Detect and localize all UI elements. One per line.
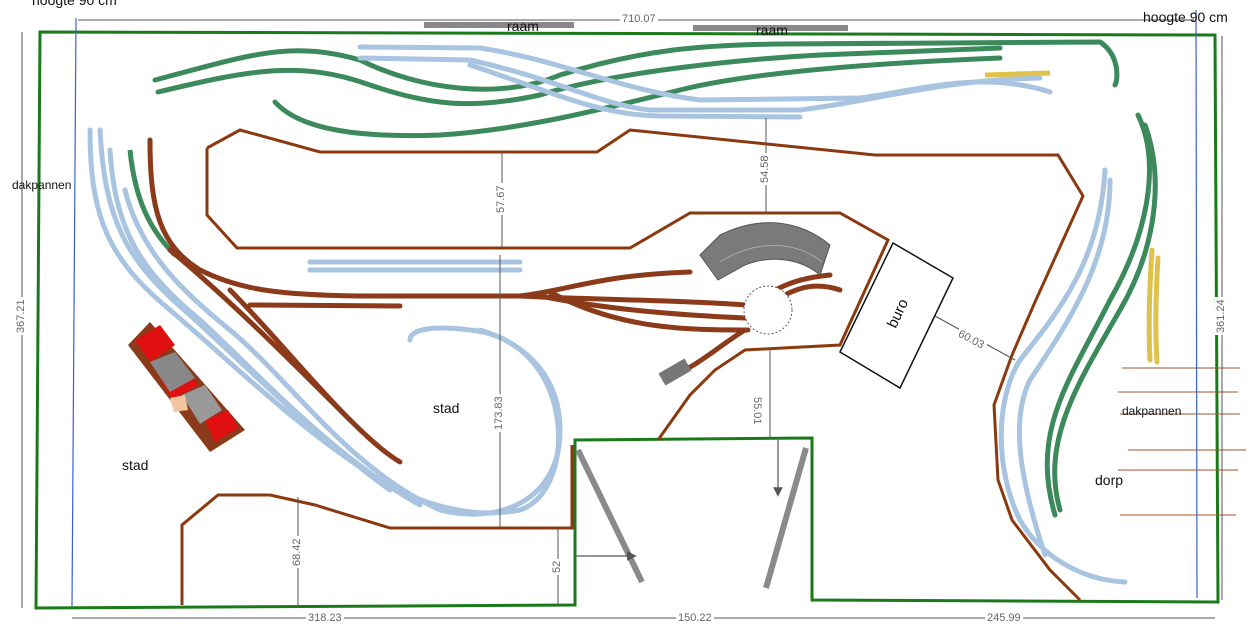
roundhouse [699, 222, 831, 281]
door-left [575, 448, 645, 584]
dim-right-height: 361.24 [1215, 297, 1227, 335]
dim-top-width: 710.07 [620, 13, 658, 25]
window-label-1: raam [507, 18, 539, 34]
height-label-left: hoogte 90 cm [32, 0, 117, 8]
tracks-right [998, 167, 1161, 585]
village-label: dorp [1095, 472, 1124, 488]
tracks-green-top [152, 39, 1158, 518]
small-shed [658, 358, 692, 386]
dim-step: 52 [551, 558, 563, 575]
city-buildings [128, 322, 245, 452]
roundhouse-inner [719, 245, 823, 263]
dim-bottom-aisle: 68.42 [291, 536, 303, 568]
roof-hatching [1118, 367, 1246, 516]
dim-gap-top: 57.67 [495, 183, 507, 215]
roof-label-right: dakpannen [1122, 404, 1182, 418]
dim-center-vertical: 173.83 [493, 394, 505, 432]
inner-upper-board [206, 128, 1085, 602]
turntable [743, 285, 793, 335]
tracks-blue-top [357, 44, 1053, 120]
height-line-left [71, 17, 77, 607]
inner-lower-board [180, 445, 574, 605]
height-line-right [1195, 9, 1198, 599]
door-right [763, 447, 809, 589]
track-green-left [127, 149, 177, 257]
tracks-blue-left [87, 127, 563, 517]
window-2 [693, 25, 848, 31]
window-label-2: raam [756, 22, 788, 38]
dim-bottom-left: 318.23 [306, 612, 344, 624]
window-1 [424, 22, 574, 28]
city-label-center: stad [433, 400, 460, 416]
dim-turntable-down: 55.01 [751, 395, 763, 427]
dim-left-height: 367.21 [15, 297, 27, 335]
dim-bottom-right: 245.99 [985, 612, 1023, 624]
office-box [839, 241, 954, 390]
roof-label-left: dakpannen [12, 178, 72, 192]
dim-gap-turntable: 54.58 [759, 153, 771, 185]
inner-peninsula [205, 148, 890, 441]
city-label-left: stad [122, 457, 149, 473]
dim-bottom-center: 150.22 [676, 612, 714, 624]
track-yellow-top [984, 70, 1051, 78]
room-wall [34, 30, 1220, 610]
height-label-right: hoogte 90 cm [1143, 9, 1228, 25]
